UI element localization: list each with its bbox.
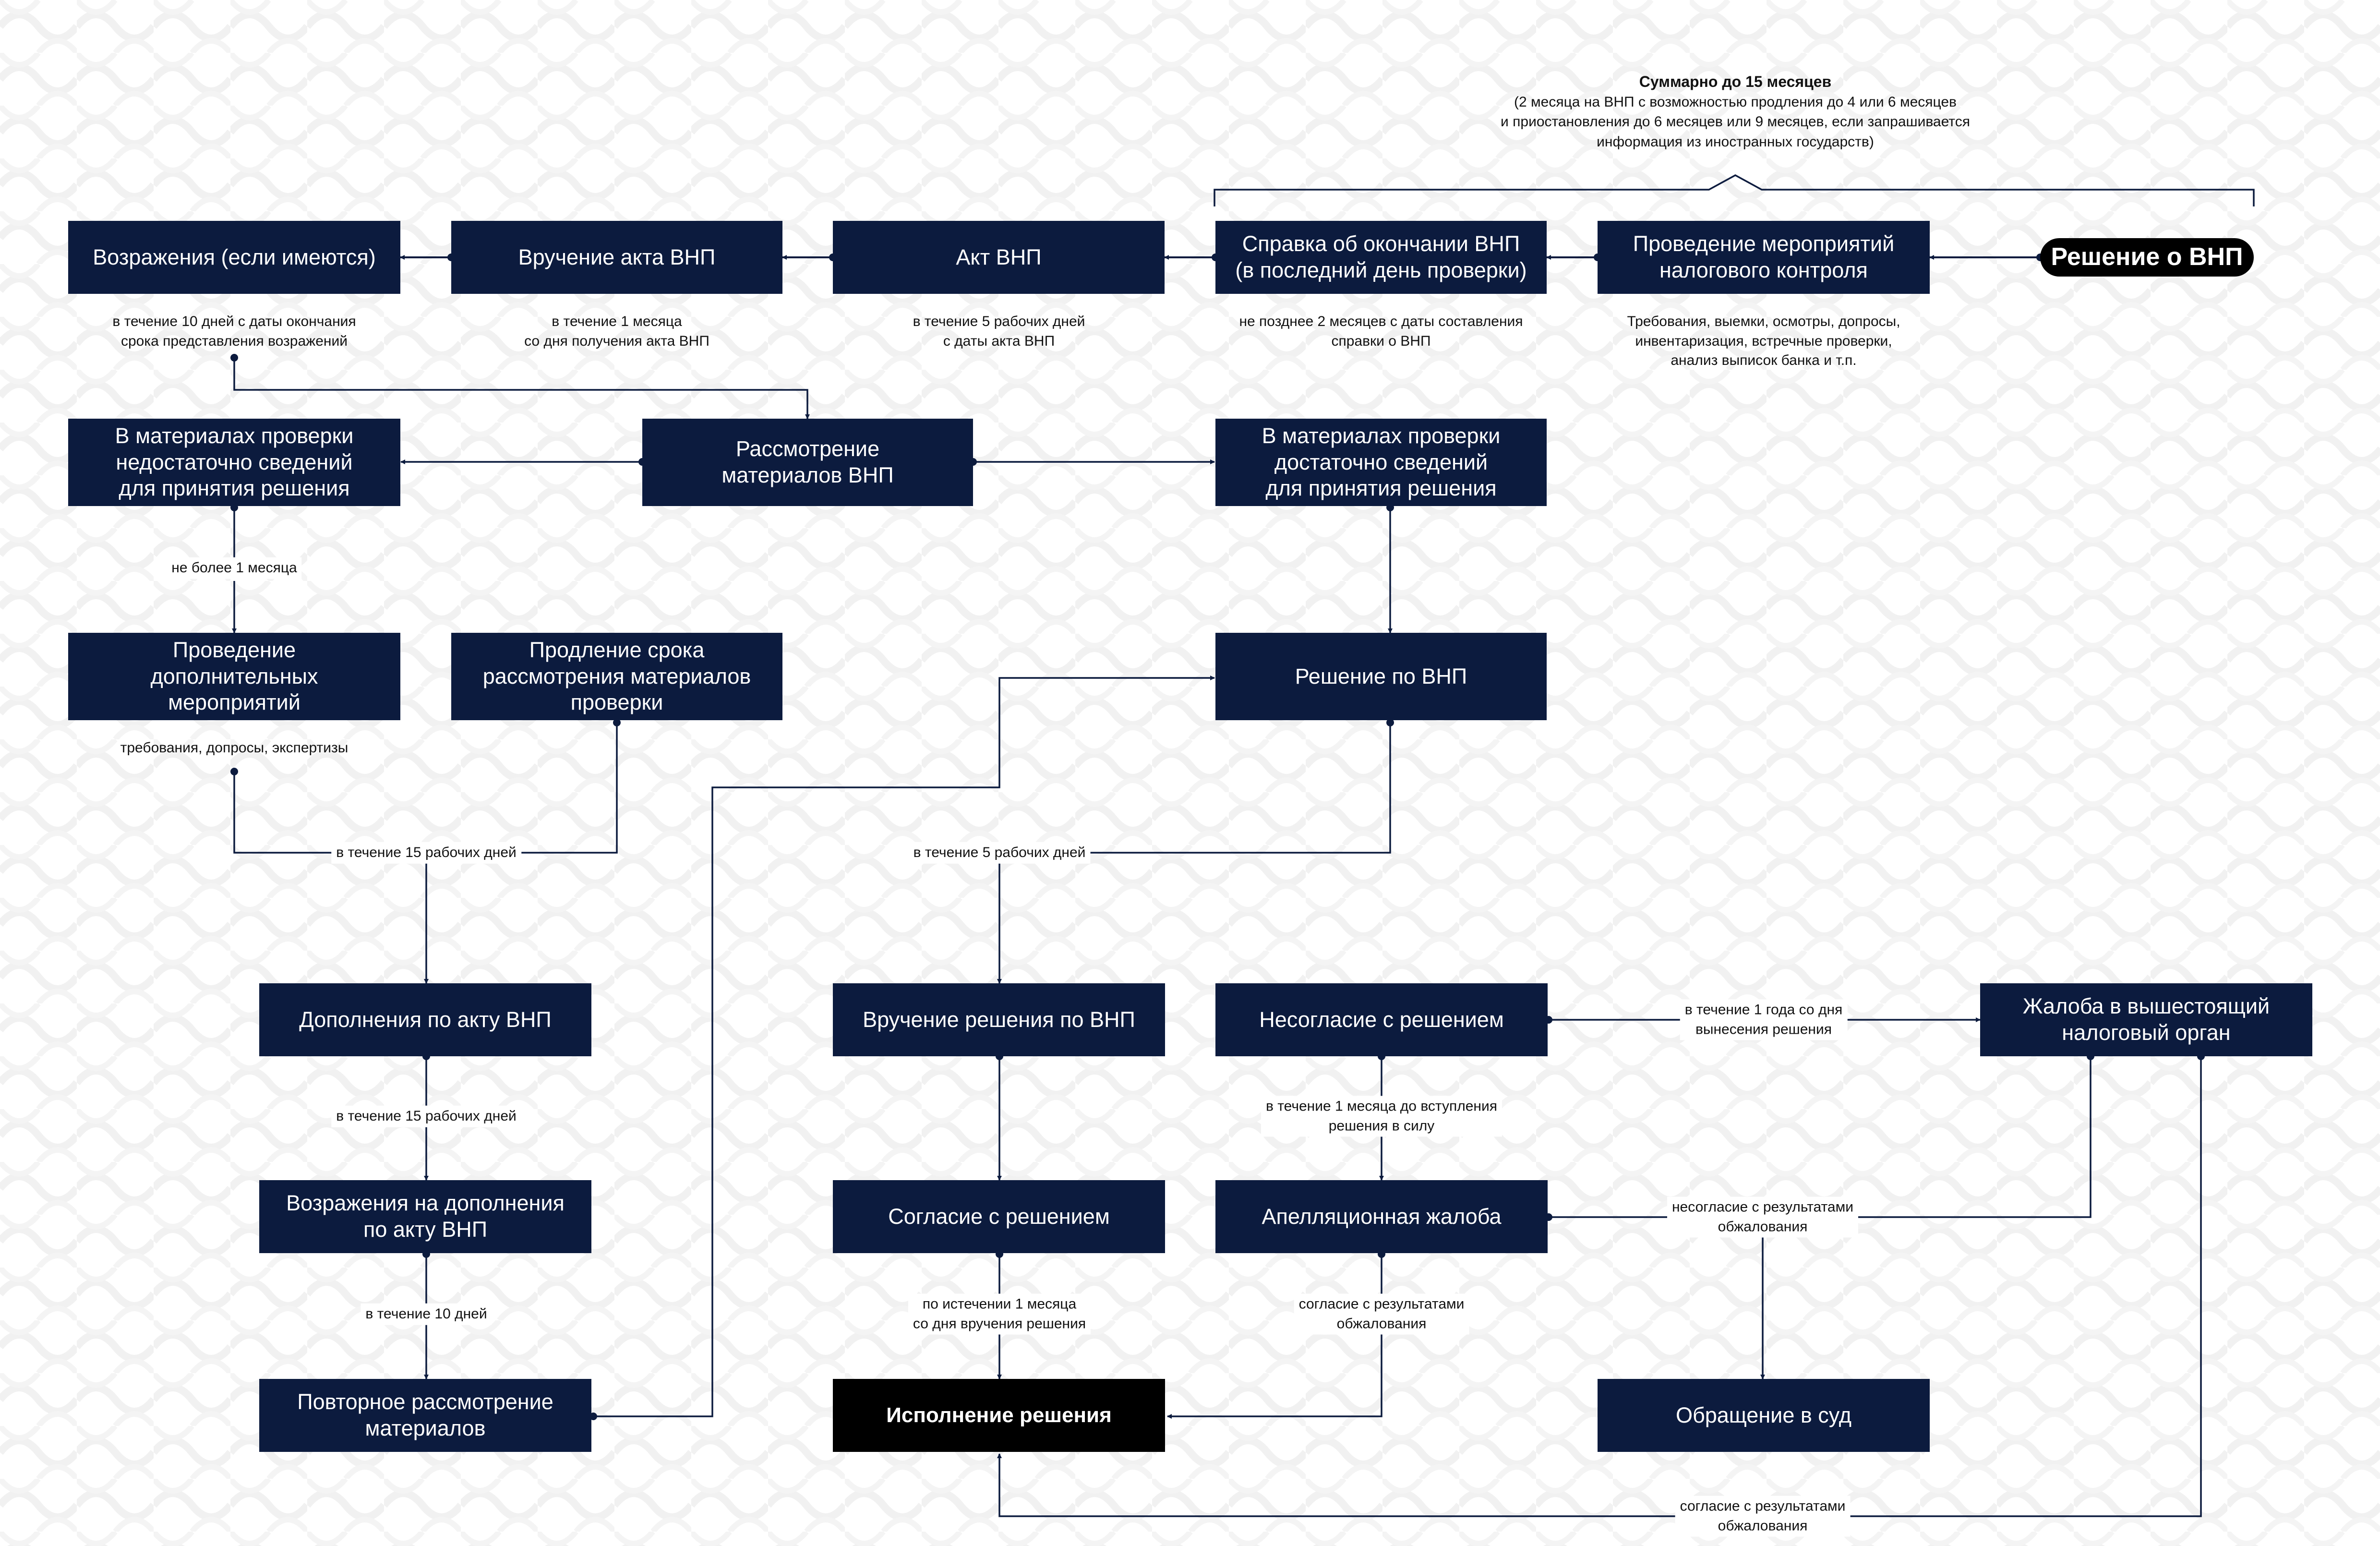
label-nesoglasie-s-rezultatami: несогласие с результатами обжалования [1667, 1196, 1859, 1238]
node-ispolnenie: Исполнение решения [833, 1379, 1165, 1452]
arrow-apell-to-ispoln [1167, 1254, 1382, 1419]
node-vozr-na-dopolneniya: Возражения на дополнения по акту ВНП [259, 1180, 591, 1253]
note-spravka: не позднее 2 месяцев с даты составления … [1239, 314, 1523, 349]
arrow-povt-to-reshenie [593, 676, 1215, 1417]
node-nesoglasie: Несогласие с решением [1215, 983, 1548, 1056]
label-15-rabochih-a: в течение 15 рабочих дней [331, 842, 521, 864]
node-reshenie-o-vnp: Решение о ВНП [2040, 238, 2254, 277]
node-sud: Обращение в суд [1598, 1379, 1930, 1452]
note-akt: в течение 5 рабочих дней с даты акта ВНП [913, 314, 1085, 349]
label-po-istechenii: по истечении 1 месяца со дня вручения ре… [908, 1293, 1091, 1335]
arrow-vozr-to-rassm [233, 358, 810, 419]
node-akt-vnp: Акт ВНП [833, 221, 1165, 294]
node-soglasie: Согласие с решением [833, 1180, 1165, 1253]
label-soglasie-s-rezultatami-a: согласие с результатами обжалования [1294, 1293, 1469, 1335]
arrow-reshenie-to-vruch [997, 723, 1391, 984]
node-prodlenie: Продление срока рассмотрения материалов … [451, 633, 782, 720]
node-dopolneniya: Дополнения по акту ВНП [259, 983, 591, 1056]
note-vruchenie-akta: в течение 1 месяца со дня получения акта… [524, 314, 709, 349]
note-dop-meropriyatiya: требования, допросы, экспертизы [120, 740, 349, 756]
label-soglasie-s-rezultatami-b: согласие с результатами обжалования [1675, 1496, 1851, 1537]
label-5-rabochih: в течение 5 рабочих дней [908, 842, 1091, 864]
node-apellyaciya: Апелляционная жалоба [1215, 1180, 1548, 1253]
node-vruchenie-resheniya: Вручение решения по ВНП [833, 983, 1165, 1056]
node-dostatochno: В материалах проверки достаточно сведени… [1215, 419, 1547, 506]
summary-bracket [1214, 174, 2255, 206]
node-vruchenie-akta: Вручение акта ВНП [451, 221, 782, 294]
label-15-rabochih-b: в течение 15 рабочих дней [331, 1105, 521, 1127]
node-povtornoe: Повторное рассмотрение материалов [259, 1379, 591, 1452]
node-nedostatochno: В материалах проверки недостаточно сведе… [68, 419, 400, 506]
label-10-dney: в течение 10 дней [361, 1303, 492, 1325]
node-reshenie-po-vnp: Решение по ВНП [1215, 633, 1547, 720]
summary-title: Суммарно до 15 месяцев [1639, 73, 1832, 90]
node-zhaloba: Жалоба в вышестоящий налоговый орган [1980, 983, 2312, 1056]
note-vozrazheniya: в течение 10 дней с даты окончания срока… [112, 314, 356, 349]
label-ne-bolee-1-mesyaca: не более 1 месяца [167, 557, 302, 579]
node-meropriyatiya: Проведение мероприятий налогового контро… [1598, 221, 1930, 294]
label-1-mesyaca-vstupleniya: в течение 1 месяца до вступления решения… [1261, 1096, 1503, 1137]
node-spravka: Справка об окончании ВНП (в последний де… [1215, 221, 1547, 294]
note-meropriyatiya: Требования, выемки, осмотры, допросы, ин… [1627, 314, 1900, 368]
arrow-zhaloba-to-ispoln [997, 1056, 2202, 1517]
label-1-goda: в течение 1 года со дня вынесения решени… [1680, 999, 1848, 1040]
summary-text: (2 месяца на ВНП с возможностью продлени… [1501, 94, 1970, 150]
arrow-apell-zhaloba-to-sud [1549, 1056, 2092, 1218]
node-vozrazheniya: Возражения (если имеются) [68, 221, 400, 294]
node-rassmotrenie: Рассмотрение материалов ВНП [642, 419, 973, 506]
node-dop-meropriyatiya: Проведение дополнительных мероприятий [68, 633, 400, 720]
